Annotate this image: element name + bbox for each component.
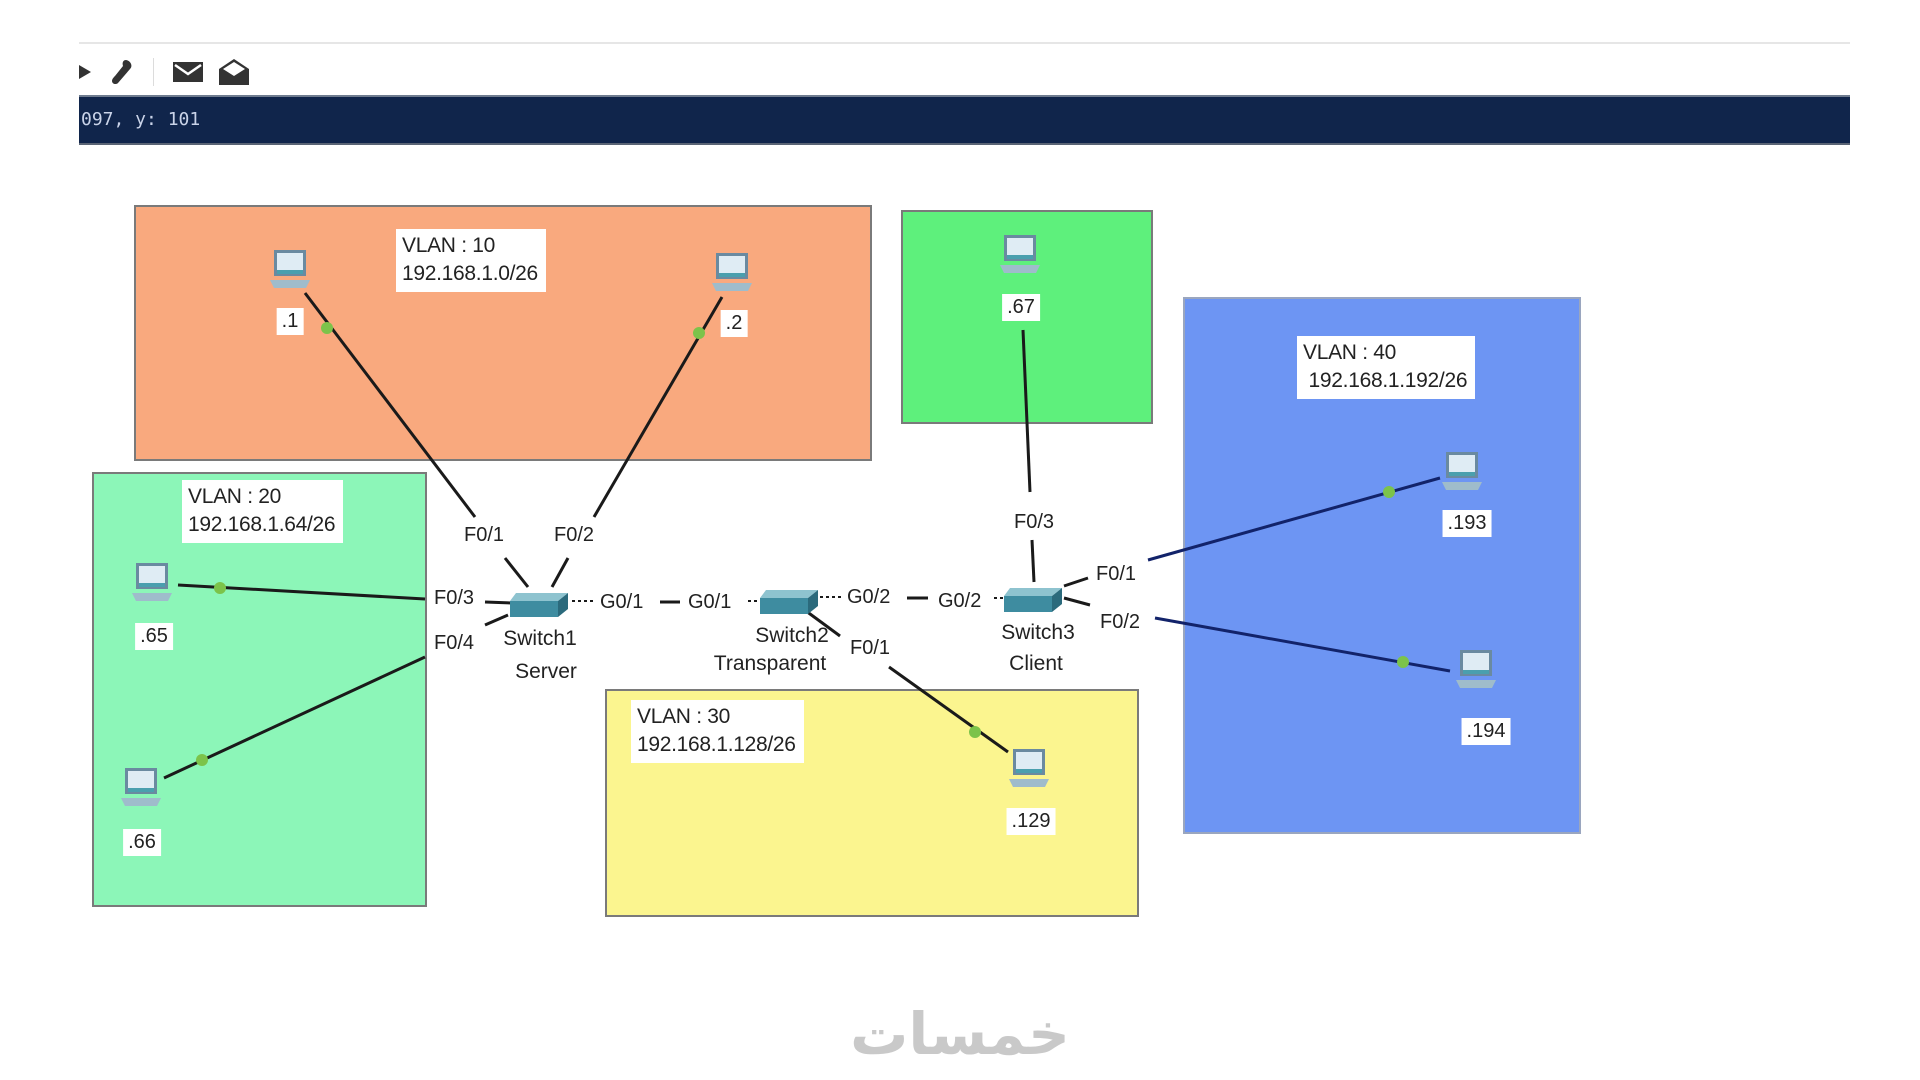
port-label: G0/2 (845, 586, 893, 608)
pc-icon[interactable] (1438, 450, 1486, 496)
link-sw1-f04 (484, 613, 509, 627)
switch3-name: Switch3 (1001, 621, 1075, 644)
port-label: F0/4 (432, 632, 477, 654)
switch3-mode: Client (1009, 652, 1063, 675)
link-sw3-f02 (1063, 596, 1091, 607)
pc-icon[interactable] (128, 561, 176, 607)
pc-label: .65 (135, 623, 173, 650)
toolbar-divider (79, 42, 1850, 44)
port-label: F0/3 (1012, 511, 1057, 533)
link-sw3-pc67 (1021, 329, 1032, 493)
toolbar (79, 55, 250, 89)
link-indicator-pc66 (196, 754, 208, 766)
coordinate-readout: 097, y: 101 (81, 109, 201, 130)
pc-icon[interactable] (996, 233, 1044, 279)
pc-label: .129 (1006, 808, 1056, 835)
port-label: F0/1 (462, 524, 507, 546)
port-label: F0/3 (432, 587, 477, 609)
port-label: F0/1 (1094, 563, 1139, 585)
link-sw1-up-f02 (550, 557, 570, 588)
switch2-name: Switch2 (755, 624, 829, 647)
toolbar-separator (153, 58, 154, 86)
link-indicator-pc193 (1383, 486, 1395, 498)
pc-icon[interactable] (117, 766, 165, 812)
port-label: F0/1 (848, 637, 893, 659)
switch2-icon[interactable] (758, 582, 824, 618)
pc-icon[interactable] (1005, 747, 1053, 793)
pc-label: .66 (123, 829, 161, 856)
link-indicator-pc194 (1397, 656, 1409, 668)
pc-icon[interactable] (266, 248, 314, 294)
status-bar: 097, y: 101 (79, 95, 1850, 145)
port-label: G0/1 (686, 591, 734, 613)
link-sw1-pc1 (303, 292, 477, 518)
switch2-mode: Transparent (713, 652, 827, 675)
pc-icon[interactable] (708, 251, 756, 297)
vlan20-label: VLAN : 20 192.168.1.64/26 (182, 480, 344, 543)
port-label: G0/2 (936, 590, 984, 612)
link-sw3-f01 (1063, 576, 1089, 588)
switch1-mode: Server (515, 660, 577, 683)
vlan40-label: VLAN : 40 192.168.1.192/26 (1297, 336, 1476, 399)
link-indicator-pc1 (321, 322, 333, 334)
complex-pdu-icon[interactable] (218, 58, 250, 86)
link-indicator-pc65 (214, 582, 226, 594)
watermark-logo: خمسات (850, 1000, 1070, 1068)
pc-label: .2 (720, 310, 748, 337)
pc-label: .193 (1442, 510, 1492, 537)
simple-pdu-icon[interactable] (172, 58, 204, 86)
vlan10-label: VLAN : 10 192.168.1.0/26 (396, 229, 546, 292)
switch1-icon[interactable] (508, 585, 574, 621)
link-sw1-up-f01 (503, 557, 530, 588)
pc-icon[interactable] (1452, 648, 1500, 694)
play-icon[interactable] (79, 58, 93, 86)
pc-label: .194 (1461, 718, 1511, 745)
link-sw2-pc129 (888, 665, 1009, 754)
wrench-icon[interactable] (107, 58, 135, 86)
link-sw2-f01 (805, 609, 841, 638)
port-label: F0/2 (1098, 611, 1143, 633)
port-label: F0/2 (552, 524, 597, 546)
pc-label: .1 (276, 308, 304, 335)
link-indicator-pc2 (693, 327, 705, 339)
vlan30-label: VLAN : 30 192.168.1.128/26 (631, 700, 804, 763)
link-sw1-f03 (484, 600, 513, 605)
link-indicator-pc129 (969, 726, 981, 738)
link-sw3-f03 (1030, 539, 1036, 583)
switch3-icon[interactable] (1002, 580, 1068, 616)
switch1-name: Switch1 (503, 627, 577, 650)
port-label: G0/1 (598, 591, 646, 613)
link-sw3-pc193 (1147, 476, 1441, 562)
pc-label: .67 (1002, 294, 1040, 321)
